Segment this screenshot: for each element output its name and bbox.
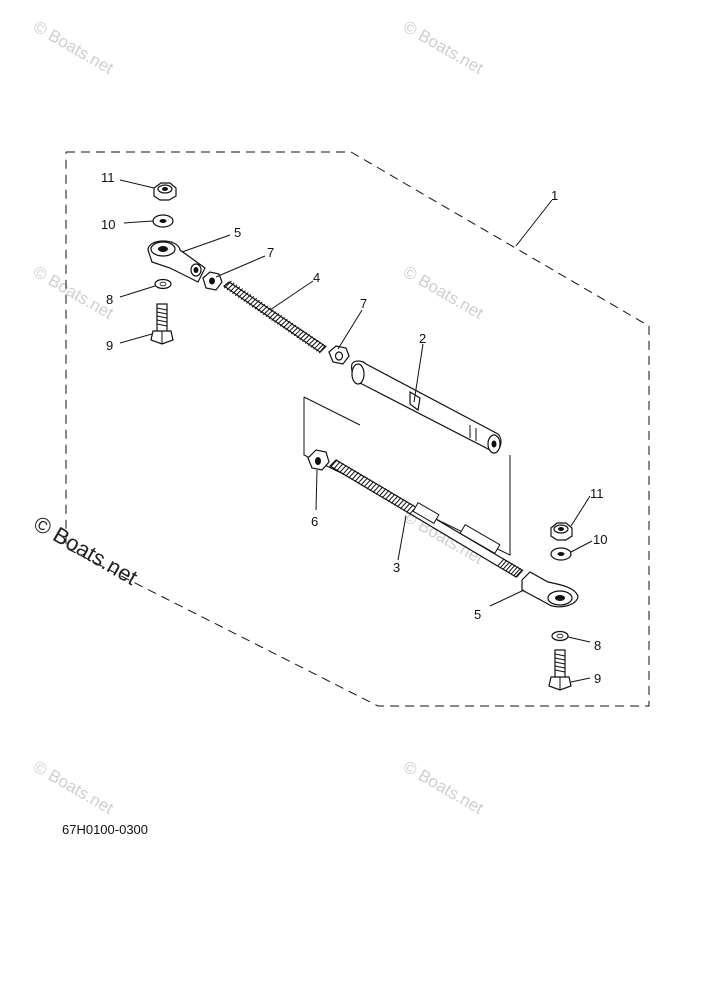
rod-end-5-upper <box>147 240 206 283</box>
callout-10-lower: 10 <box>593 532 607 547</box>
callout-10-upper: 10 <box>101 217 115 232</box>
nut-11-lower <box>550 522 573 541</box>
assembly-outline <box>65 151 650 707</box>
washer-8-lower <box>551 630 569 642</box>
subassembly-frame <box>303 397 511 556</box>
callout-5-upper: 5 <box>234 225 241 240</box>
washer-10-upper <box>152 214 174 228</box>
subassembly-frame-top <box>303 396 361 426</box>
callout-11-upper: 11 <box>101 170 115 185</box>
callout-9-lower: 9 <box>594 671 601 686</box>
watermarks: © Boats.net © Boats.net © Boats.net © Bo… <box>30 17 487 818</box>
bolt-9-upper <box>150 303 174 345</box>
rod-end-5-lower <box>521 571 579 608</box>
bolt-9-lower <box>548 649 572 691</box>
threaded-rod-4 <box>222 280 327 354</box>
nut-11-upper <box>153 182 177 201</box>
callout-7-lower: 7 <box>360 296 367 311</box>
watermark-bottom-left: © Boats.net <box>30 757 117 818</box>
tube-2 <box>351 360 502 454</box>
nut-7-upper <box>202 271 223 291</box>
nut-6 <box>307 449 330 471</box>
watermark-main: © Boats.net <box>30 511 142 590</box>
leader-lines <box>119 179 593 683</box>
callouts: 1 2 3 4 5 5 6 7 7 8 8 9 9 10 10 11 11 <box>101 170 607 686</box>
diagram-code: 67H0100-0300 <box>62 822 148 837</box>
watermark-mid-left: © Boats.net <box>30 262 117 323</box>
callout-8-upper: 8 <box>106 292 113 307</box>
watermark-bottom-right: © Boats.net <box>400 757 487 818</box>
callout-3: 3 <box>393 560 400 575</box>
callout-5-lower: 5 <box>474 607 481 622</box>
watermark-top-right: © Boats.net <box>400 17 487 78</box>
nut-7-lower <box>328 345 350 365</box>
washer-10-lower <box>550 547 572 561</box>
callout-2: 2 <box>419 331 426 346</box>
callout-1: 1 <box>551 188 558 203</box>
callout-11-lower: 11 <box>590 486 604 501</box>
washer-8-upper <box>154 278 172 290</box>
callout-4: 4 <box>313 270 320 285</box>
watermark-mid-right: © Boats.net <box>400 262 487 323</box>
callout-7-upper: 7 <box>267 245 274 260</box>
threaded-rod-3 <box>329 459 524 578</box>
watermark-top-left: © Boats.net <box>30 17 117 78</box>
callout-6: 6 <box>311 514 318 529</box>
callout-9-upper: 9 <box>106 338 113 353</box>
callout-8-lower: 8 <box>594 638 601 653</box>
